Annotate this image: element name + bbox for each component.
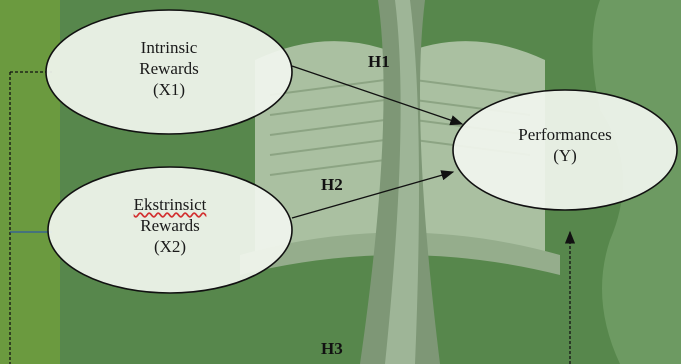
hypothesis-h2-label: H2 xyxy=(321,175,343,194)
node-x2-line3: (X2) xyxy=(153,237,187,256)
node-x1-ellipse xyxy=(45,9,293,135)
node-y-label: Performances (Y) xyxy=(485,124,645,166)
node-x2-label: Ekstrinsict Rewards (X2) xyxy=(100,194,240,257)
book-watermark xyxy=(240,0,560,364)
node-x1-line2: Rewards xyxy=(139,59,199,78)
hypothesis-h1-label: H1 xyxy=(368,52,390,71)
node-x1-label: Intrinsic Rewards (X1) xyxy=(99,37,239,100)
node-x1-line3: (X1) xyxy=(152,80,186,99)
node-x1-line1: Intrinsic xyxy=(140,38,198,57)
node-x2-line2: Rewards xyxy=(140,216,200,235)
node-y-ellipse xyxy=(452,89,678,211)
node-x2-line1: Ekstrinsict xyxy=(133,195,207,214)
arrow-h1 xyxy=(291,65,464,126)
node-x2-ellipse xyxy=(47,166,293,294)
node-y-line2: (Y) xyxy=(553,146,577,165)
hypothesis-h3-label: H3 xyxy=(321,339,343,358)
arrow-h2 xyxy=(291,170,455,219)
node-y-line1: Performances xyxy=(518,125,612,144)
